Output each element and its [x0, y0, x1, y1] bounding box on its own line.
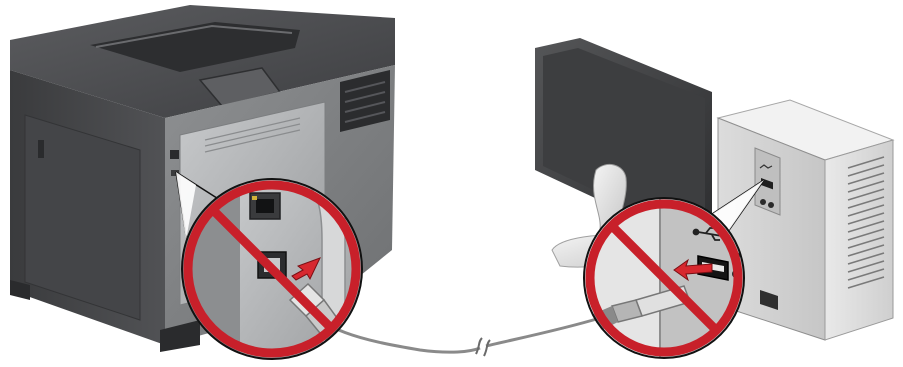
magnifier-computer-port: [584, 198, 744, 358]
computer-tower: [718, 100, 893, 340]
tower-side: [825, 140, 893, 340]
cable-break-icon: [476, 338, 490, 356]
ethernet-port-icon: [250, 193, 280, 219]
